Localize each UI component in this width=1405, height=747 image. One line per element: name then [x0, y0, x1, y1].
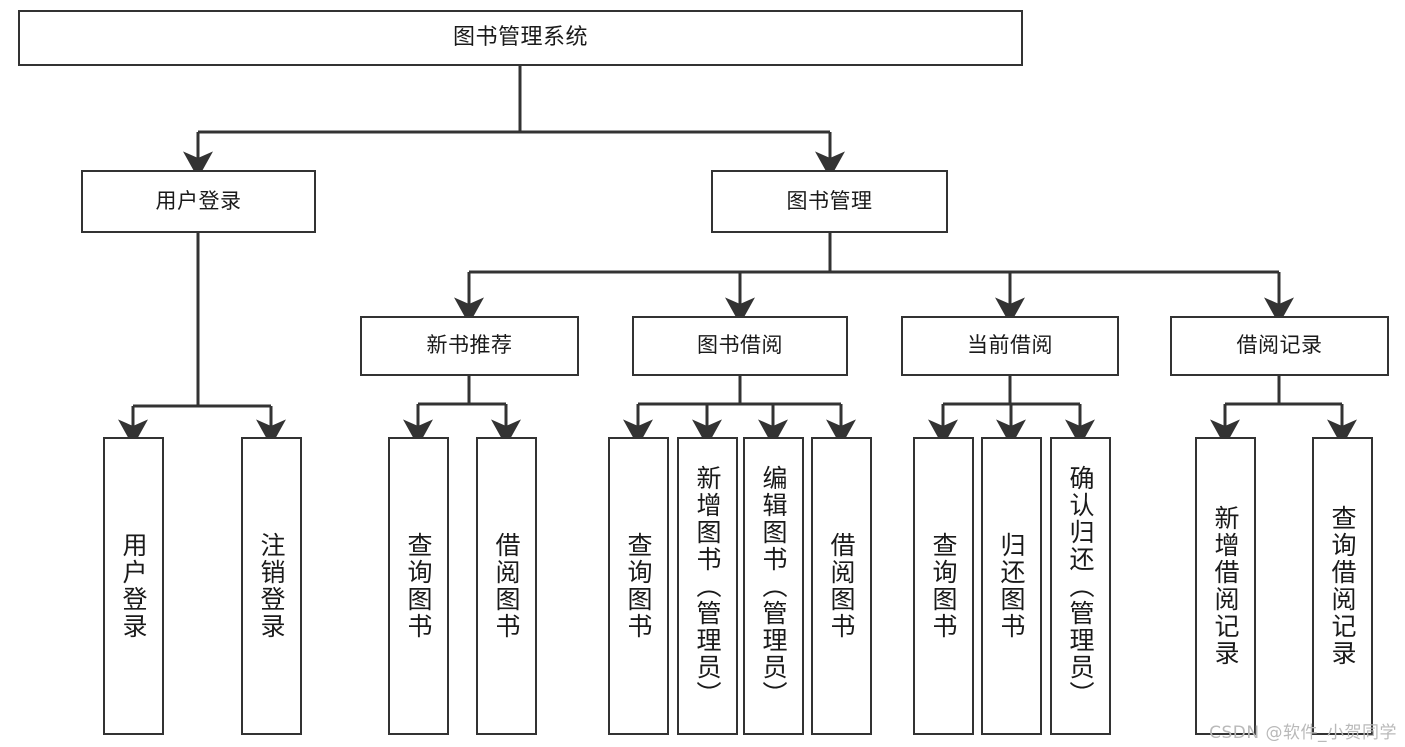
leaf-add-borrow-record[interactable]: 新增借阅记录	[1195, 437, 1256, 735]
node-label: 查询图书	[624, 532, 653, 640]
node-user-login[interactable]: 用户登录	[81, 170, 316, 233]
node-label: 借阅图书	[492, 532, 521, 640]
leaf-confirm-return-admin[interactable]: 确认归还（管理员）	[1050, 437, 1111, 735]
node-new-book-recommend[interactable]: 新书推荐	[360, 316, 579, 376]
node-label: 借阅图书	[827, 532, 856, 640]
leaf-query-borrow-record[interactable]: 查询借阅记录	[1312, 437, 1373, 735]
node-label: 借阅记录	[1236, 333, 1323, 358]
node-label: 图书管理	[786, 188, 873, 213]
leaf-query-book-recommend[interactable]: 查询图书	[388, 437, 449, 735]
node-label: 查询图书	[929, 532, 958, 640]
node-borrow-records[interactable]: 借阅记录	[1170, 316, 1389, 376]
node-book-management[interactable]: 图书管理	[711, 170, 948, 233]
leaf-return-book[interactable]: 归还图书	[981, 437, 1042, 735]
node-label: 归还图书	[997, 532, 1026, 640]
node-label: 注销登录	[257, 532, 286, 640]
node-label: 新书推荐	[426, 333, 513, 358]
leaf-logout[interactable]: 注销登录	[241, 437, 302, 735]
leaf-query-book-current[interactable]: 查询图书	[913, 437, 974, 735]
node-book-borrow[interactable]: 图书借阅	[632, 316, 848, 376]
node-label: 图书借阅	[697, 333, 783, 358]
leaf-borrow-book-recommend[interactable]: 借阅图书	[476, 437, 537, 735]
node-label: 编辑图书（管理员）	[759, 464, 788, 708]
watermark: CSDN @软件_小贺同学	[1209, 723, 1397, 743]
node-label: 用户登录	[155, 188, 242, 213]
node-label: 用户登录	[119, 532, 148, 640]
node-label: 查询图书	[404, 532, 433, 640]
leaf-borrow-book[interactable]: 借阅图书	[811, 437, 872, 735]
node-root-system[interactable]: 图书管理系统	[18, 10, 1023, 66]
leaf-add-book-admin[interactable]: 新增图书（管理员）	[677, 437, 738, 735]
node-label: 新增借阅记录	[1211, 505, 1240, 667]
node-current-borrow[interactable]: 当前借阅	[901, 316, 1119, 376]
leaf-edit-book-admin[interactable]: 编辑图书（管理员）	[743, 437, 804, 735]
leaf-query-book-borrow[interactable]: 查询图书	[608, 437, 669, 735]
node-label: 当前借阅	[967, 333, 1053, 358]
node-label: 确认归还（管理员）	[1066, 464, 1095, 708]
node-label: 查询借阅记录	[1328, 505, 1357, 667]
leaf-user-login[interactable]: 用户登录	[103, 437, 164, 735]
node-label: 新增图书（管理员）	[693, 464, 722, 708]
node-label: 图书管理系统	[452, 24, 588, 50]
